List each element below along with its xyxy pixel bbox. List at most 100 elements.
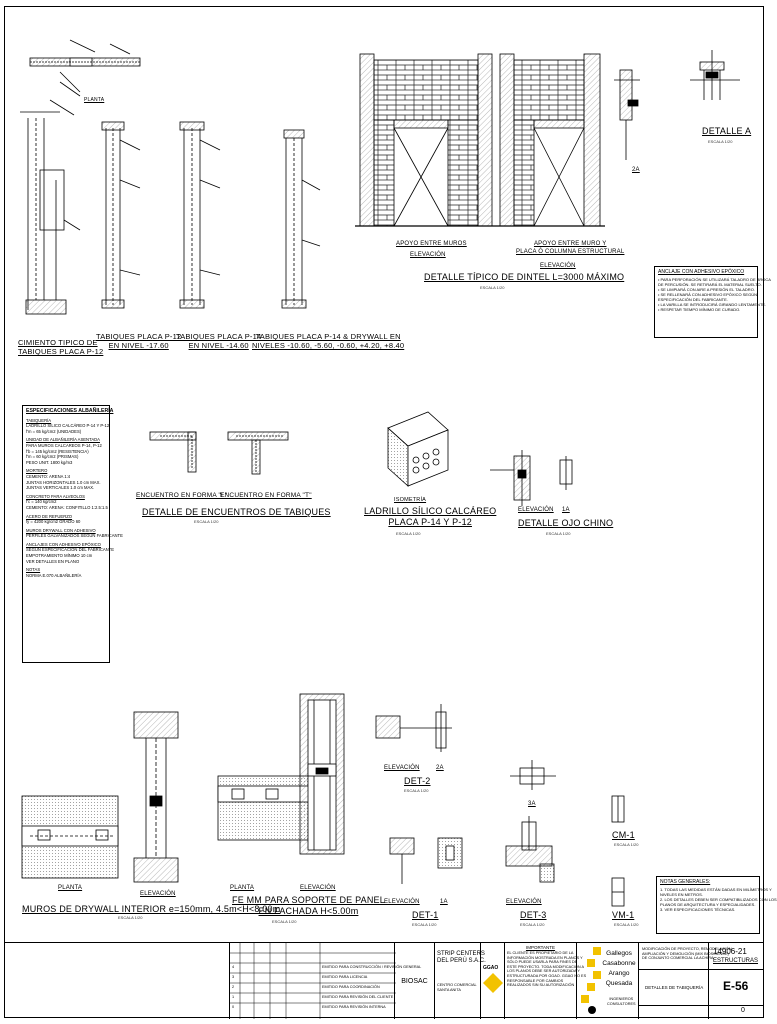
- detalle-a-drawing: [690, 50, 740, 100]
- cm-1-drawing: [611, 795, 625, 823]
- spec-section-heading: ACERO DE REFUERZO: [26, 513, 73, 519]
- anclaje-line: ESPECIFICACIÓN DEL FABRICANTE.: [658, 297, 728, 302]
- tabiques-p12-section: [101, 121, 141, 309]
- anclaje-line: • PARA PERFORACIÓN SE UTILIZARÁ TALADRO …: [658, 277, 771, 282]
- elevacion-fe-label: ELEVACIÓN: [300, 885, 336, 891]
- nota-line: 1. TODAS LAS MEDIDAS ESTÁN DADAS EN MILÍ…: [660, 887, 772, 892]
- firm-name: Gallegos Casabonne Arango Quesada: [601, 949, 637, 989]
- planta-drywall-label: PLANTA: [58, 885, 83, 891]
- dintel-elevation-1: [355, 53, 495, 227]
- firm-name-line: Gallegos: [606, 950, 632, 957]
- revision-number: 0: [741, 1007, 745, 1014]
- spec-line: PESO UNIT. 1800 kg/m3: [26, 459, 73, 465]
- project-cell: MODIFICACIÓN DE PROYECTO, REMODELACIÓN, …: [639, 943, 733, 1019]
- revision-grid: [230, 943, 396, 1019]
- spec-line: PERFILES GALVANIZADOS SEGÚN FABRICANTE: [26, 533, 123, 539]
- client-subtitle: CENTRO COMERCIAL SANTA ANITA: [437, 983, 477, 992]
- revision-table: 4 EMITIDO PARA CONSTRUCCIÓN / REVISIÓN GE…: [229, 943, 422, 1019]
- spec-line: JUNTAS HORIZONTALES 1.0 cm MAX.: [26, 479, 101, 485]
- importante-cell: IMPORTANTE EL CLIENTE ES PROPIETARIO DE …: [505, 943, 586, 1019]
- spec-line: f'c = 140 kg/cm2: [26, 499, 57, 505]
- biosac-cell: BIOSAC: [395, 943, 435, 1019]
- firm-logo-icon: [581, 947, 601, 1003]
- revision-description-cell: EMITIDO PARA CONSTRUCCIÓN / REVISIÓN GEN…: [322, 965, 422, 969]
- cm-1-title: CM-1: [612, 830, 635, 840]
- nota-line: PLANOS DE ARQUITECTURA Y ESPECIALIDADES.: [660, 902, 756, 907]
- spec-line: f'm = 65 kg/cm2 (UNIDADES): [26, 428, 82, 434]
- revision-number-cell: 4: [232, 965, 235, 969]
- det-1-title: DET-1: [412, 910, 439, 920]
- tabiques-p12-label: TABIQUES PLACA P-12 EN NIVEL -17.60: [96, 332, 182, 350]
- tabiques-drywall-label: TABIQUES PLACA P-14 & DRYWALL EN NIVELES…: [252, 332, 405, 350]
- elevacion-ojo-label: ELEVACIÓN: [518, 507, 554, 513]
- elevacion-det2-label: ELEVACIÓN: [384, 765, 420, 771]
- planta-top-label: PLANTA: [84, 97, 105, 103]
- spec-section-heading: CONCRETO PARA ALVEOLOS: [26, 493, 85, 499]
- elevacion-det1-label: ELEVACIÓN: [384, 899, 420, 905]
- title-block: 4 EMITIDO PARA CONSTRUCCIÓN / REVISIÓN GE…: [4, 942, 764, 1019]
- tabiques-drywall-section: [281, 129, 321, 309]
- revision-number-cell: 2: [232, 985, 235, 989]
- det-3-drawing: [505, 816, 555, 883]
- drywall-elevacion: [133, 711, 179, 883]
- ggao-cell: GGAO: [481, 943, 505, 1019]
- det-2-title: DET-2: [404, 776, 431, 786]
- fe-planta: [217, 775, 315, 841]
- ojo-scale: ESCALA 1/20: [546, 531, 571, 536]
- nota-line: 2. LOS DETALLES DEBEN SER COMPATIBILIZAD…: [660, 897, 777, 902]
- spec-section-heading: MUROS DRYWALL CON ADHESIVO: [26, 527, 96, 533]
- anclaje-line: • RESPETAR TIEMPO MÍNIMO DE CURADO.: [658, 307, 741, 312]
- spec-line: PARA MUROS CALCAREOS P-14, P-12: [26, 442, 102, 448]
- sheet-number: E-56: [723, 979, 749, 993]
- revision-description-cell: EMITIDO PARA REVISIÓN DEL CLIENTE: [322, 995, 394, 999]
- ggao-label: GGAO: [483, 965, 499, 971]
- spec-line: CEMENTO: ARENA: CONFITILLO 1:2.5:1.5: [26, 504, 108, 510]
- label-1a-det1: 1A: [440, 899, 448, 905]
- elevacion-det3-label: ELEVACIÓN: [506, 899, 542, 905]
- ggao-logo-icon: [483, 973, 503, 993]
- planta-top-detail: [29, 39, 141, 97]
- elevacion-2-label: ELEVACIÓN: [540, 263, 576, 269]
- spec-line: VER DETALLES EN PLANO: [26, 558, 80, 564]
- client-name: STRIP CENTERS DEL PERÚ S.A.C.: [437, 951, 486, 964]
- spec-line: EMPOTRAMIENTO MÍNIMO 10 cm: [26, 553, 93, 559]
- revision-number-cell: 1: [232, 995, 235, 999]
- revision-number-cell: 0: [232, 1005, 235, 1009]
- encuentro-t-drawing: [227, 431, 289, 475]
- det-2-scale: ESCALA 1/20: [404, 788, 429, 793]
- apoyo-muros-label: APOYO ENTRE MUROS: [396, 241, 467, 247]
- revision-description-cell: EMITIDO PARA COORDINACIÓN: [322, 985, 380, 989]
- fe-elevacion: [299, 693, 345, 855]
- detail-2a: [614, 69, 640, 160]
- ladrillo-scale: ESCALA 1/20: [396, 531, 421, 536]
- spec-line: CEMENTO: ARENA 1:4: [26, 473, 71, 479]
- sheet-number-cell: 14906-21 ESTRUCTURAS E-56 0: [709, 943, 764, 1019]
- det-2-drawing: [375, 704, 452, 752]
- firm-name-line: Quesada: [605, 980, 633, 987]
- spec-section-heading: ANCLAJES CON ADHESIVO EPÓXICO: [26, 541, 101, 547]
- spec-title: ESPECIFICACIONES ALBAÑILERÍA: [26, 408, 114, 414]
- encuentro-l-label: ENCUENTRO EN FORMA "L": [136, 492, 228, 499]
- nota-line: 3. VER ESPECIFICACIONES TÉCNICAS.: [660, 907, 736, 912]
- apoyo-muro-placa-label: APOYO ENTRE MURO Y PLACA Ó COLUMNA ESTRU…: [516, 241, 625, 255]
- elevacion-1-label: ELEVACIÓN: [410, 252, 446, 258]
- spec-line: SEGÚN ESPECIFICACIÓN DEL FABRICANTE: [26, 547, 115, 553]
- anclaje-line: • SE LIMPIARÁ CON AIRE A PRESIÓN EL TALA…: [658, 287, 755, 292]
- spec-line: JUNTAS VERTICALES 1.0 cm MAX.: [26, 485, 95, 491]
- isometria-label: ISOMETRÍA: [394, 497, 427, 503]
- label-2a-det2: 2A: [436, 765, 444, 771]
- vm-1-drawing: [611, 877, 625, 907]
- spec-section-heading: NOTAS: [26, 567, 41, 573]
- sheet-title: DETALLES DE TABIQUERÍA: [645, 985, 704, 990]
- anclaje-line: • LA VARILLA SE INTRODUCIRÁ GIRANDO LENT…: [658, 302, 767, 307]
- dintel-elevation-2: [495, 53, 605, 227]
- drywall-planta: [21, 795, 119, 879]
- det-3-scale: ESCALA 1/20: [520, 922, 545, 927]
- spec-section-heading: MORTERO: [26, 468, 48, 474]
- tabiques-p14-label: TABIQUES PLACA P-14 EN NIVEL -14.60: [176, 332, 262, 350]
- muros-drywall-scale: ESCALA 1/20: [118, 915, 143, 920]
- label-1a-ojo: 1A: [562, 507, 570, 513]
- firm-subtitle: INGENIEROS CONSULTORES: [607, 997, 636, 1006]
